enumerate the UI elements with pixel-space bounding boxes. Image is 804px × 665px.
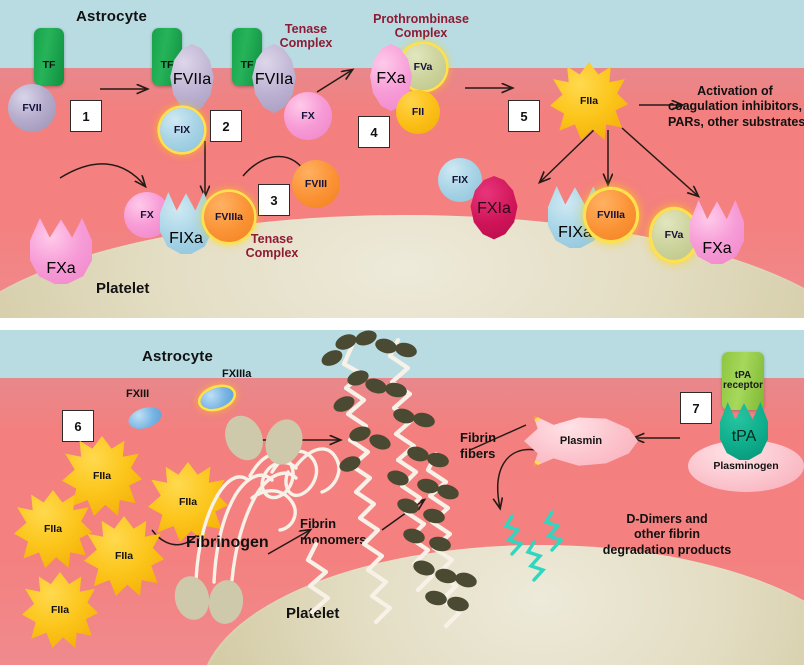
- fibrin-monomers-line1: Fibrin: [300, 516, 337, 531]
- factor-fva-prothrombinase-label: FVa: [413, 61, 433, 73]
- factor-fii-label: FII: [411, 106, 425, 118]
- factor-fxa-right: FXa: [690, 200, 744, 264]
- step-number-6: 6: [62, 410, 94, 442]
- platelet-label-bottom: Platelet: [286, 605, 340, 622]
- tpa-receptor-label: tPA receptor: [722, 369, 763, 392]
- factor-fviiia-platelet-label: FVIIIa: [214, 211, 243, 223]
- fibrin-monomers-label: Fibrin monomers: [300, 516, 366, 547]
- protein-tpa-label: tPA: [731, 428, 757, 445]
- factor-fxia-label: FXIa: [477, 200, 511, 217]
- factor-fvii: FVII: [8, 84, 56, 132]
- step-number-2: 2: [210, 110, 242, 142]
- fibrinogen-label: Fibrinogen: [186, 534, 269, 551]
- step-number-3: 3: [258, 184, 290, 216]
- factor-fxa-right-label: FXa: [702, 240, 732, 257]
- factor-fxiiia-label: FXIIIa: [222, 368, 252, 380]
- prothrombinase-complex-label: Prothrombinase Complex: [356, 12, 486, 40]
- factor-fiia-1-label: FIIa: [92, 470, 112, 482]
- factor-fiia-4-label: FIIa: [114, 550, 134, 562]
- factor-fviiia-right: FVIIIa: [586, 190, 636, 240]
- astrocyte-membrane-band-bottom: [0, 330, 804, 378]
- tpa-receptor-line2: receptor: [722, 380, 763, 391]
- factor-fx-membrane-label: FX: [301, 110, 315, 122]
- tissue-factor-1: TF: [34, 28, 64, 86]
- step-number-1: 1: [70, 100, 102, 132]
- factor-fiia-thrombin-label: FIIa: [579, 95, 599, 107]
- factor-fviiia-right-label: FVIIIa: [596, 209, 625, 221]
- tenase-membrane-line1: Tenase: [284, 22, 328, 36]
- step-number-7: 7: [680, 392, 712, 424]
- factor-fxa-prothrombinase-label: FXa: [376, 70, 406, 87]
- fibrin-fibers-line2: fibers: [460, 445, 496, 461]
- factor-fvii-label: FVII: [22, 102, 42, 114]
- factor-fixa-right-label: FIXa: [558, 224, 592, 241]
- step-number-4: 4: [358, 116, 390, 148]
- tissue-factor-2-label: TF: [160, 59, 174, 71]
- protein-plasminogen-label: Plasminogen: [713, 460, 779, 472]
- factor-fva-right-label: FVa: [664, 229, 684, 241]
- step-number-5: 5: [508, 100, 540, 132]
- factor-fva-right: FVa: [652, 210, 696, 260]
- output-line-1: Activation of: [697, 84, 773, 98]
- astrocyte-label-bottom: Astrocyte: [142, 348, 213, 365]
- output-line-2: coagulation inhibitors,: [668, 99, 803, 114]
- ddimers-line2: other fibrin: [634, 527, 700, 542]
- tissue-factor-3-label: TF: [240, 59, 254, 71]
- protein-plasmin-label: Plasmin: [559, 435, 603, 447]
- factor-fiia-3-label: FIIa: [43, 523, 63, 535]
- ddimers-line1: D-Dimers and: [626, 512, 708, 526]
- tenase-membrane-line2: Complex: [279, 36, 333, 50]
- factor-fix-right-label: FIX: [451, 174, 469, 186]
- protein-tpa: tPA: [720, 402, 768, 460]
- factor-fxa-platelet-label: FXa: [46, 260, 76, 277]
- tenase-platelet-line2: Complex: [245, 246, 299, 260]
- tenase-complex-label-platelet: Tenase Complex: [230, 232, 314, 260]
- tenase-complex-label-membrane: Tenase Complex: [258, 22, 354, 50]
- astrocyte-label-top: Astrocyte: [76, 8, 147, 25]
- thrombin-substrates-text: Activation of coagulation inhibitors, PA…: [668, 84, 804, 130]
- prothrombinase-line2: Complex: [394, 26, 448, 40]
- factor-fix-membrane-label: FIX: [173, 124, 191, 136]
- factor-fixa-platelet: FIXa: [160, 192, 212, 254]
- tpa-receptor-line1: tPA: [734, 369, 752, 381]
- fibrin-fibers-label: Fibrin fibers: [460, 430, 496, 461]
- tpa-receptor: tPA receptor: [722, 352, 764, 410]
- factor-fiia-2-label: FIIa: [178, 496, 198, 508]
- prothrombinase-line1: Prothrombinase: [373, 12, 469, 26]
- fibrin-monomers-line2: monomers: [300, 531, 367, 547]
- factor-fxa-platelet: FXa: [30, 218, 92, 284]
- factor-fii: FII: [396, 90, 440, 134]
- fibrin-fibers-line1: Fibrin: [460, 430, 497, 445]
- factor-fviii-free-label: FVIII: [304, 178, 328, 190]
- output-line-3: PARs, other substrates: [668, 114, 804, 129]
- factor-fx-membrane: FX: [284, 92, 332, 140]
- panel-fibrin-and-fibrinolysis: Astrocyte Platelet 6 FXIII: [0, 330, 804, 665]
- ddimers-line3: degradation products: [602, 542, 732, 557]
- factor-fviia-1-label: FVIIa: [172, 71, 212, 88]
- factor-fixa-platelet-label: FIXa: [169, 230, 203, 247]
- d-dimers-label: D-Dimers and other fibrin degradation pr…: [572, 512, 762, 558]
- factor-fix-membrane: FIX: [160, 108, 204, 152]
- factor-fviia-2-label: FVIIa: [254, 71, 294, 88]
- panel-coagulation-cascade: Astrocyte Platelet TF: [0, 0, 804, 318]
- factor-fiia-5-label: FIIa: [50, 604, 70, 616]
- tissue-factor-1-label: TF: [42, 59, 56, 71]
- factor-fx-platelet-label: FX: [140, 209, 154, 221]
- tenase-platelet-line1: Tenase: [250, 232, 294, 246]
- factor-fviii-free: FVIII: [292, 160, 340, 208]
- factor-fxiii-label: FXIII: [126, 388, 150, 400]
- platelet-label-top: Platelet: [96, 280, 150, 297]
